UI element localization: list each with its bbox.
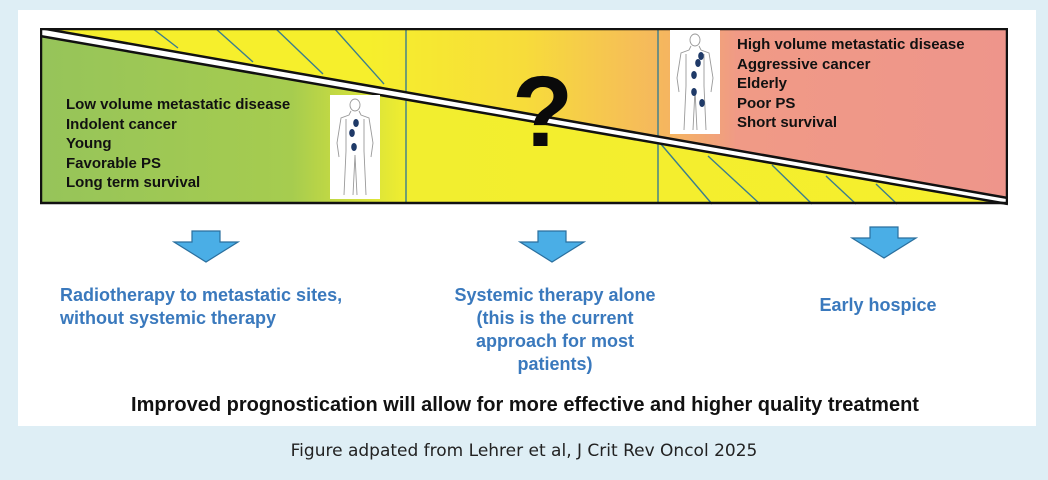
down-arrow-icon [518,230,586,263]
human-body-silhouette-icon [670,30,720,134]
figure-caption: Figure adpated from Lehrer et al, J Crit… [290,441,758,461]
risk-item: Low volume metastatic disease [66,96,291,113]
human-body-silhouette-icon [330,95,380,199]
risk-item: Favorable PS [66,154,162,172]
outcome-early-hospice: Early hospice [819,295,937,315]
diagonal-band [40,28,1008,204]
outcome-radiotherapy: Radiotherapy to metastatic sites, withou… [60,285,343,328]
upper-hatch-lines [151,28,385,85]
favorable-risk-list: Low volume metastatic disease Indolent c… [66,95,290,193]
risk-item: Indolent cancer [66,115,177,133]
risk-spectrum-bar [40,28,1008,206]
lower-hatch-lines [659,142,898,205]
risk-item: Poor PS [737,94,796,112]
risk-item: Short survival [737,114,838,131]
risk-item: High volume metastatic disease [737,36,965,53]
risk-item: Aggressive cancer [737,55,871,73]
risk-item: Elderly [737,75,788,92]
unfavorable-risk-list: High volume metastatic disease Aggressiv… [737,35,965,133]
down-arrow-icon [850,226,918,259]
down-arrow-icon [172,230,240,263]
risk-item: Long term survival [66,174,201,191]
risk-item: Young [66,135,112,152]
conclusion-statement: Improved prognostication will allow for … [131,394,919,416]
outcome-systemic-therapy: Systemic therapy alone (this is the curr… [454,285,656,374]
question-mark: ? [512,56,574,168]
